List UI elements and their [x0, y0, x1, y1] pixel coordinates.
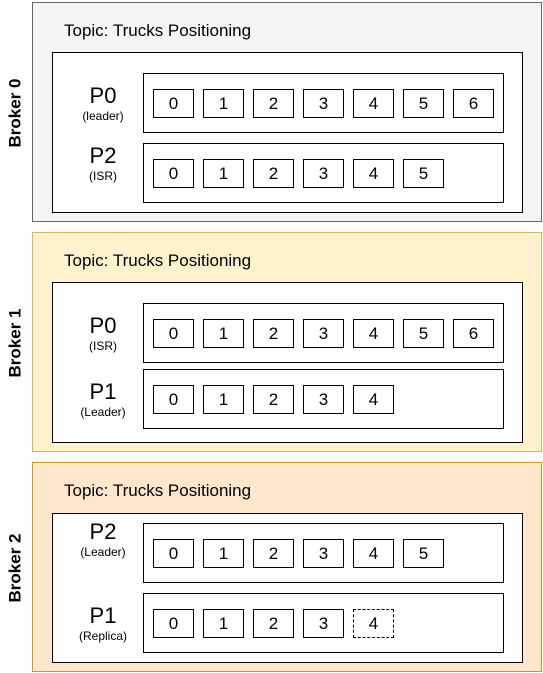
partition-name: P0	[89, 83, 117, 108]
offset-cell: 1	[203, 385, 244, 414]
offset-cell: 4	[353, 159, 394, 188]
offset-cell: 3	[303, 385, 344, 414]
broker-2-p2-log: 0 1 2 3 4 5	[143, 523, 504, 583]
offset-cell: 4	[353, 539, 394, 568]
offset-cell: 4	[353, 385, 394, 414]
offset-cell: 0	[153, 609, 194, 638]
broker-2-label-wrap: Broker 2	[3, 463, 27, 673]
offset-cell: 2	[253, 159, 294, 188]
partition-role: (ISR)	[89, 169, 117, 183]
broker-0-label: Broker 0	[5, 78, 25, 148]
offset-cell: 0	[153, 539, 194, 568]
partition-role: (ISR)	[89, 339, 117, 353]
broker-2-partition-p1: P1 (Replica)	[53, 603, 153, 644]
broker-1-topic-title: Topic: Trucks Positioning	[64, 251, 252, 270]
offset-cell: 3	[303, 609, 344, 638]
broker-2-panel: Broker 2 Topic: Trucks Positioning P2 (L…	[5, 462, 542, 672]
broker-1-partition-p0: P0 (ISR)	[53, 313, 153, 354]
offset-cell: 3	[303, 319, 344, 348]
offset-cell-pending: 4	[353, 609, 394, 638]
offset-cell: 1	[203, 159, 244, 188]
offset-cell: 5	[403, 319, 444, 348]
offset-cell: 1	[203, 319, 244, 348]
broker-1-label-wrap: Broker 1	[3, 233, 27, 453]
partition-name: P1	[89, 379, 117, 404]
offset-cell: 5	[403, 539, 444, 568]
offset-cell: 2	[253, 609, 294, 638]
offset-cell: 6	[453, 89, 494, 118]
offset-cell: 2	[253, 319, 294, 348]
offset-cell: 6	[453, 319, 494, 348]
offset-cell: 5	[403, 159, 444, 188]
offset-cell: 0	[153, 89, 194, 118]
broker-1-label: Broker 1	[5, 308, 25, 378]
partition-name: P1	[89, 603, 117, 628]
broker-2-topic-title: Topic: Trucks Positioning	[64, 481, 252, 500]
offset-cell: 2	[253, 89, 294, 118]
broker-1-p1-log: 0 1 2 3 4	[143, 369, 504, 429]
offset-cell: 0	[153, 319, 194, 348]
partition-role: (Leader)	[80, 405, 126, 419]
offset-cell: 2	[253, 385, 294, 414]
partition-name: P2	[89, 143, 117, 168]
broker-0-partition-p2: P2 (ISR)	[53, 143, 153, 184]
broker-2-partition-p2: P2 (Leader)	[53, 519, 153, 560]
offset-cell: 3	[303, 159, 344, 188]
broker-0-panel: Broker 0 Topic: Trucks Positioning P0 (l…	[5, 2, 542, 222]
partition-name: P2	[89, 519, 117, 544]
broker-1-topic-box: P0 (ISR) 0 1 2 3 4 5 6 P1 (Leader) 0 1 2…	[52, 282, 523, 443]
offset-cell: 1	[203, 539, 244, 568]
offset-cell: 2	[253, 539, 294, 568]
offset-cell: 4	[353, 319, 394, 348]
offset-cell: 0	[153, 159, 194, 188]
offset-cell: 3	[303, 89, 344, 118]
partition-role: (Leader)	[80, 545, 126, 559]
broker-1-partition-p1: P1 (Leader)	[53, 379, 153, 420]
broker-2-label: Broker 2	[5, 533, 25, 603]
broker-1-p0-log: 0 1 2 3 4 5 6	[143, 303, 504, 363]
broker-2-p1-log: 0 1 2 3 4	[143, 593, 504, 653]
broker-0-p0-log: 0 1 2 3 4 5 6	[143, 73, 504, 133]
partition-role: (leader)	[82, 109, 124, 123]
broker-0-p2-log: 0 1 2 3 4 5	[143, 143, 504, 203]
broker-1-panel: Broker 1 Topic: Trucks Positioning P0 (I…	[5, 232, 542, 452]
broker-0-partition-p0: P0 (leader)	[53, 83, 153, 124]
offset-cell: 3	[303, 539, 344, 568]
offset-cell: 0	[153, 385, 194, 414]
offset-cell: 5	[403, 89, 444, 118]
broker-0-topic-box: P0 (leader) 0 1 2 3 4 5 6 P2 (ISR) 0 1 2…	[52, 52, 523, 213]
partition-name: P0	[89, 313, 117, 338]
offset-cell: 1	[203, 89, 244, 118]
broker-2-topic-box: P2 (Leader) 0 1 2 3 4 5 P1 (Replica) 0 1…	[52, 513, 523, 663]
offset-cell: 1	[203, 609, 244, 638]
broker-0-topic-title: Topic: Trucks Positioning	[64, 21, 252, 40]
offset-cell: 4	[353, 89, 394, 118]
broker-0-label-wrap: Broker 0	[3, 3, 27, 223]
partition-role: (Replica)	[78, 629, 127, 643]
